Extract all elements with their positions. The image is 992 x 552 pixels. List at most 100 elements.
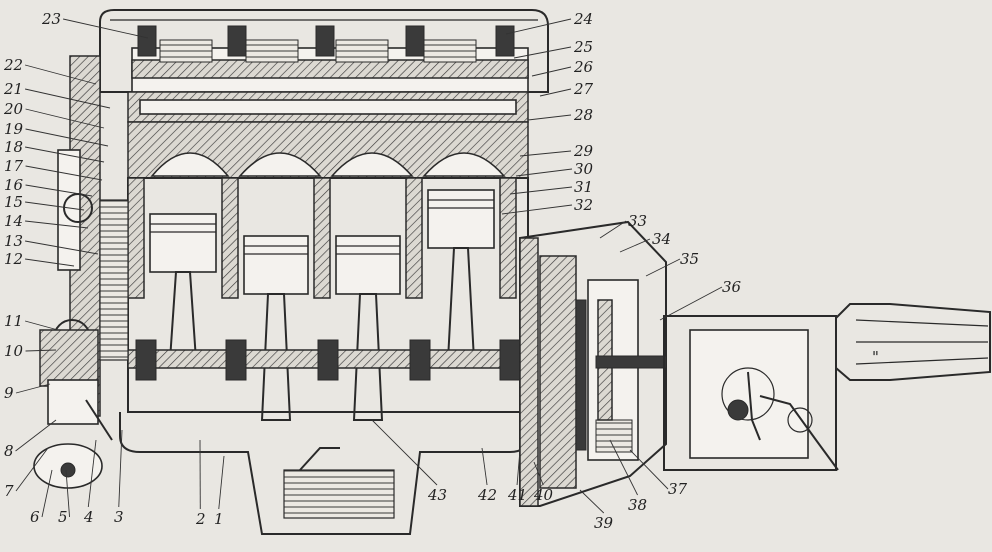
- cylinder-block: [127, 177, 529, 421]
- callout-4: 4: [83, 508, 94, 526]
- callout-34: 34: [652, 230, 671, 248]
- callout-28: 28: [573, 106, 593, 124]
- crank-pulley: [39, 329, 99, 425]
- leader-line-27: [539, 88, 572, 97]
- callout-11: 11: [4, 312, 23, 330]
- oil-pump-strainer: [283, 447, 395, 519]
- callout-22: 22: [3, 56, 23, 74]
- leader-line-40: [533, 461, 544, 486]
- leader-line-3: [118, 429, 123, 508]
- leader-line-31: [509, 186, 573, 195]
- callout-36: 36: [722, 278, 742, 296]
- leader-line-7: [15, 447, 49, 492]
- callout-9: 9: [4, 384, 14, 402]
- combustion-chambers: [150, 152, 506, 177]
- gearbox-extension: ": [835, 303, 991, 381]
- oil-pan: [119, 412, 529, 535]
- callout-1: 1: [214, 510, 224, 528]
- leader-line-10: [25, 349, 57, 352]
- callout-5: 5: [58, 508, 68, 526]
- callout-29: 29: [573, 142, 594, 160]
- valve-cover: [99, 9, 549, 93]
- leader-line-15: [25, 201, 85, 211]
- leader-line-37: [629, 449, 669, 490]
- callout-6: 6: [30, 508, 40, 526]
- pistons: [149, 189, 495, 295]
- callout-15: 15: [4, 193, 23, 211]
- leader-line-6: [41, 469, 53, 518]
- callout-41: 41: [507, 486, 527, 504]
- callout-18: 18: [4, 138, 23, 156]
- leader-line-14: [25, 220, 89, 229]
- callout-21: 21: [3, 80, 23, 98]
- callout-10: 10: [4, 342, 24, 360]
- leader-line-20: [25, 108, 105, 129]
- callout-7: 7: [4, 482, 14, 500]
- clutch-disc-pressure-plate: [587, 279, 639, 461]
- cylinder-walls: [127, 177, 517, 299]
- gear-shift-linkage: [759, 395, 839, 471]
- leader-line-16: [25, 184, 93, 197]
- leader-line-1: [218, 455, 225, 510]
- leader-line-35: [645, 258, 681, 277]
- callout-19: 19: [4, 120, 24, 138]
- crankshaft: [127, 339, 529, 381]
- callout-33: 33: [628, 212, 647, 230]
- leader-line-41: [516, 449, 521, 486]
- callout-37: 37: [668, 480, 688, 498]
- callout-27: 27: [573, 80, 594, 98]
- callout-3: 3: [114, 508, 124, 526]
- leader-line-8: [15, 419, 57, 452]
- leader-line-34: [619, 238, 651, 253]
- camshaft-assembly: [131, 25, 529, 93]
- callout-14: 14: [4, 212, 23, 230]
- callout-40: 40: [533, 486, 554, 504]
- leader-line-22: [24, 64, 97, 85]
- front-pulley-generator: [33, 399, 113, 489]
- leader-line-23: [62, 18, 149, 39]
- leader-line-11: [24, 320, 59, 331]
- leader-line-30: [515, 168, 573, 177]
- callout-leaders: [15, 18, 723, 518]
- leader-line-33: [599, 220, 627, 239]
- leader-line-4: [87, 439, 97, 508]
- leader-line-38: [609, 439, 638, 496]
- leader-line-39: [579, 489, 605, 514]
- callout-24: 24: [573, 10, 593, 28]
- leader-line-42: [481, 447, 488, 486]
- cam-bearing-caps: [137, 25, 515, 57]
- leader-line-18: [25, 146, 105, 163]
- leader-line-9: [15, 383, 51, 394]
- leader-line-32: [501, 204, 573, 215]
- callout-38: 38: [628, 496, 647, 514]
- flywheel: [539, 255, 587, 489]
- svg-text:": ": [872, 348, 879, 366]
- callout-12: 12: [4, 250, 23, 268]
- callout-39: 39: [594, 514, 614, 532]
- callout-26: 26: [573, 58, 594, 76]
- callout-42: 42: [477, 486, 497, 504]
- gearbox: [663, 315, 839, 471]
- callout-30: 30: [574, 160, 594, 178]
- callout-labels: 1 2 3 4 5 6 7 8 9 10 11 12 13 14 15 16 1…: [3, 10, 742, 532]
- piston-3: [335, 235, 401, 295]
- cylinder-head: [127, 91, 529, 179]
- piston-1: [149, 213, 217, 273]
- callout-8: 8: [4, 442, 14, 460]
- piston-4: [427, 189, 495, 249]
- leader-line-28: [527, 114, 572, 121]
- callout-35: 35: [680, 250, 699, 268]
- leader-line-43: [371, 419, 438, 486]
- callout-2: 2: [195, 510, 206, 528]
- leader-line-24: [505, 18, 572, 35]
- callout-31: 31: [574, 178, 593, 196]
- leader-line-19: [25, 128, 109, 147]
- callout-16: 16: [4, 176, 24, 194]
- leader-line-29: [519, 150, 572, 157]
- clutch-housing: [519, 220, 667, 507]
- leader-line-25: [513, 46, 572, 59]
- piston-2: [243, 235, 309, 295]
- leader-line-17: [25, 165, 103, 181]
